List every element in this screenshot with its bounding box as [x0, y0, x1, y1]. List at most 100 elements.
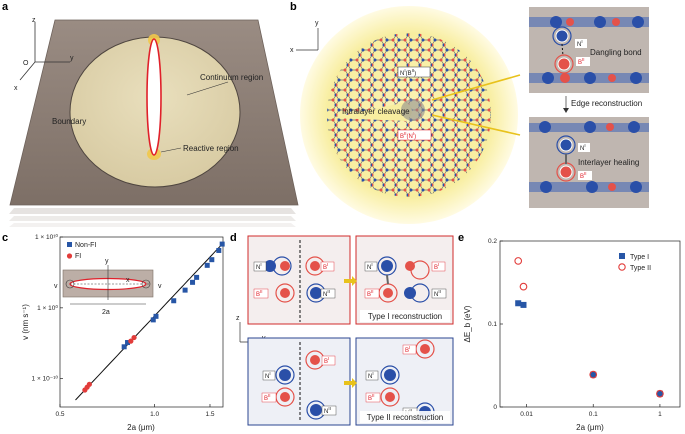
c-ytick-label: 1 × 10¹⁰: [35, 233, 58, 241]
svg-text:NI: NI: [577, 39, 583, 48]
c-point-nonfi: [125, 340, 131, 346]
c-point-nonfi: [150, 317, 156, 323]
inset-y: y: [105, 258, 109, 265]
cleavage-gap: [333, 102, 412, 121]
c-legend-nonfi: Non-FI: [75, 242, 96, 249]
svg-text:BII: BII: [578, 57, 585, 66]
svg-text:BII(NI): BII(NI): [400, 131, 416, 140]
svg-text:BII: BII: [368, 393, 375, 402]
plot-e-frame: [499, 240, 681, 408]
e-xtick-label: 0.01: [520, 411, 533, 418]
e-point-type-ii: [514, 257, 523, 265]
e-xtick-label: 1: [658, 411, 662, 418]
c-point-nonfi: [204, 262, 210, 268]
e-ylabel: ΔE_b (eV): [463, 305, 472, 342]
crack-tip: [401, 99, 425, 121]
inset-v-left: v: [54, 283, 58, 290]
e-legend-type-i: Type I: [630, 254, 649, 261]
inset-x: x: [126, 277, 130, 284]
svg-text:BII: BII: [264, 393, 271, 402]
origin-label: O: [23, 60, 29, 67]
c-xtick-label: 1.0: [150, 411, 159, 418]
svg-text:BI: BI: [323, 262, 328, 271]
svg-text:BII: BII: [580, 171, 587, 180]
stack-shadow: [9, 208, 296, 227]
panel-a-letter: a: [2, 1, 9, 13]
axes-a: [19, 22, 70, 81]
dangling-label: Dangling bond: [590, 48, 642, 57]
c-point-nonfi: [121, 344, 127, 350]
c-xtick-label: 1.5: [205, 411, 214, 418]
c-points: [82, 241, 225, 393]
svg-text:NI: NI: [256, 262, 262, 271]
c-point-nonfi: [153, 313, 159, 319]
e-point-type-i: [590, 371, 597, 378]
b-atom-label: B: [400, 134, 404, 140]
type-i-title: Type I reconstruction: [368, 312, 442, 321]
c-point-nonfi: [194, 274, 200, 280]
svg-text:NI: NI: [368, 371, 374, 380]
e-xlabel: 2a (μm): [576, 423, 604, 432]
reactive-label: Reactive region: [183, 144, 239, 153]
e-points: [514, 257, 664, 398]
c-ytick-label: 1 × 10⁰: [37, 304, 58, 312]
d-axis-z: z: [236, 315, 240, 322]
svg-text:BI: BI: [324, 356, 329, 365]
inset-v-right: v: [158, 283, 162, 290]
svg-text:NII: NII: [324, 406, 331, 415]
svg-text:NI: NI: [367, 262, 373, 271]
c-point-nonfi: [190, 279, 196, 285]
c-point-nonfi: [216, 247, 222, 253]
panel-d: d z y: [230, 232, 454, 426]
continuum-label: Continuum region: [200, 73, 263, 82]
axis-y-label-b: y: [315, 20, 319, 27]
inset-width: 2a: [102, 309, 110, 316]
plot-c-frame: [59, 236, 224, 408]
crack-ellipse: [146, 38, 162, 156]
c-ylabel: v (nm s⁻¹): [21, 304, 30, 340]
svg-text:NI: NI: [265, 371, 271, 380]
e-legend-type-ii: Type II: [630, 265, 651, 272]
c-legend-fi: FI: [75, 253, 81, 260]
d-atoms: [264, 240, 435, 422]
c-point-nonfi: [209, 257, 215, 263]
e-point-type-i: [515, 300, 522, 307]
svg-text:BI: BI: [405, 345, 410, 354]
svg-text:BI: BI: [434, 262, 439, 271]
e-yticks: 00.10.2: [488, 238, 503, 411]
axis-x-label: x: [14, 85, 18, 92]
panel-d-letter: d: [230, 232, 237, 244]
e-ytick-label: 0: [493, 404, 497, 411]
e-point-type-i: [520, 301, 527, 308]
e-ytick-label: 0.2: [488, 238, 497, 245]
c-xlabel: 2a (μm): [127, 423, 155, 432]
svg-text:NII: NII: [323, 289, 330, 298]
dangling-atoms: [529, 16, 649, 84]
c-ytick-label: 1 × 10⁻¹⁰: [32, 375, 59, 383]
axis-y-label: y: [70, 55, 74, 62]
panel-e-letter: e: [458, 232, 464, 244]
svg-text:BII: BII: [367, 289, 374, 298]
panel-c-letter: c: [2, 232, 8, 244]
axes-b: [296, 28, 319, 51]
panel-b-letter: b: [290, 1, 297, 13]
n-atom-label: N: [400, 71, 404, 77]
type-ii-title: Type II reconstruction: [367, 413, 443, 422]
axis-x-label-b: x: [290, 47, 294, 54]
panel-b: b y x Intralayer cleavage NI(BII) BII(NI…: [290, 1, 649, 224]
edge-label: Edge reconstruction: [571, 99, 642, 108]
healing-atoms: [529, 121, 649, 193]
e-point-type-ii: [656, 389, 664, 398]
svg-text:NI(BII): NI(BII): [400, 68, 416, 77]
c-point-fi: [86, 381, 92, 387]
fit-curve: [75, 243, 223, 401]
cleavage-label: Intralayer cleavage: [342, 107, 410, 116]
e-point-type-i: [656, 390, 663, 397]
boundary-label: Boundary: [52, 117, 86, 126]
svg-text:BII: BII: [256, 289, 263, 298]
c-point-nonfi: [171, 298, 177, 304]
